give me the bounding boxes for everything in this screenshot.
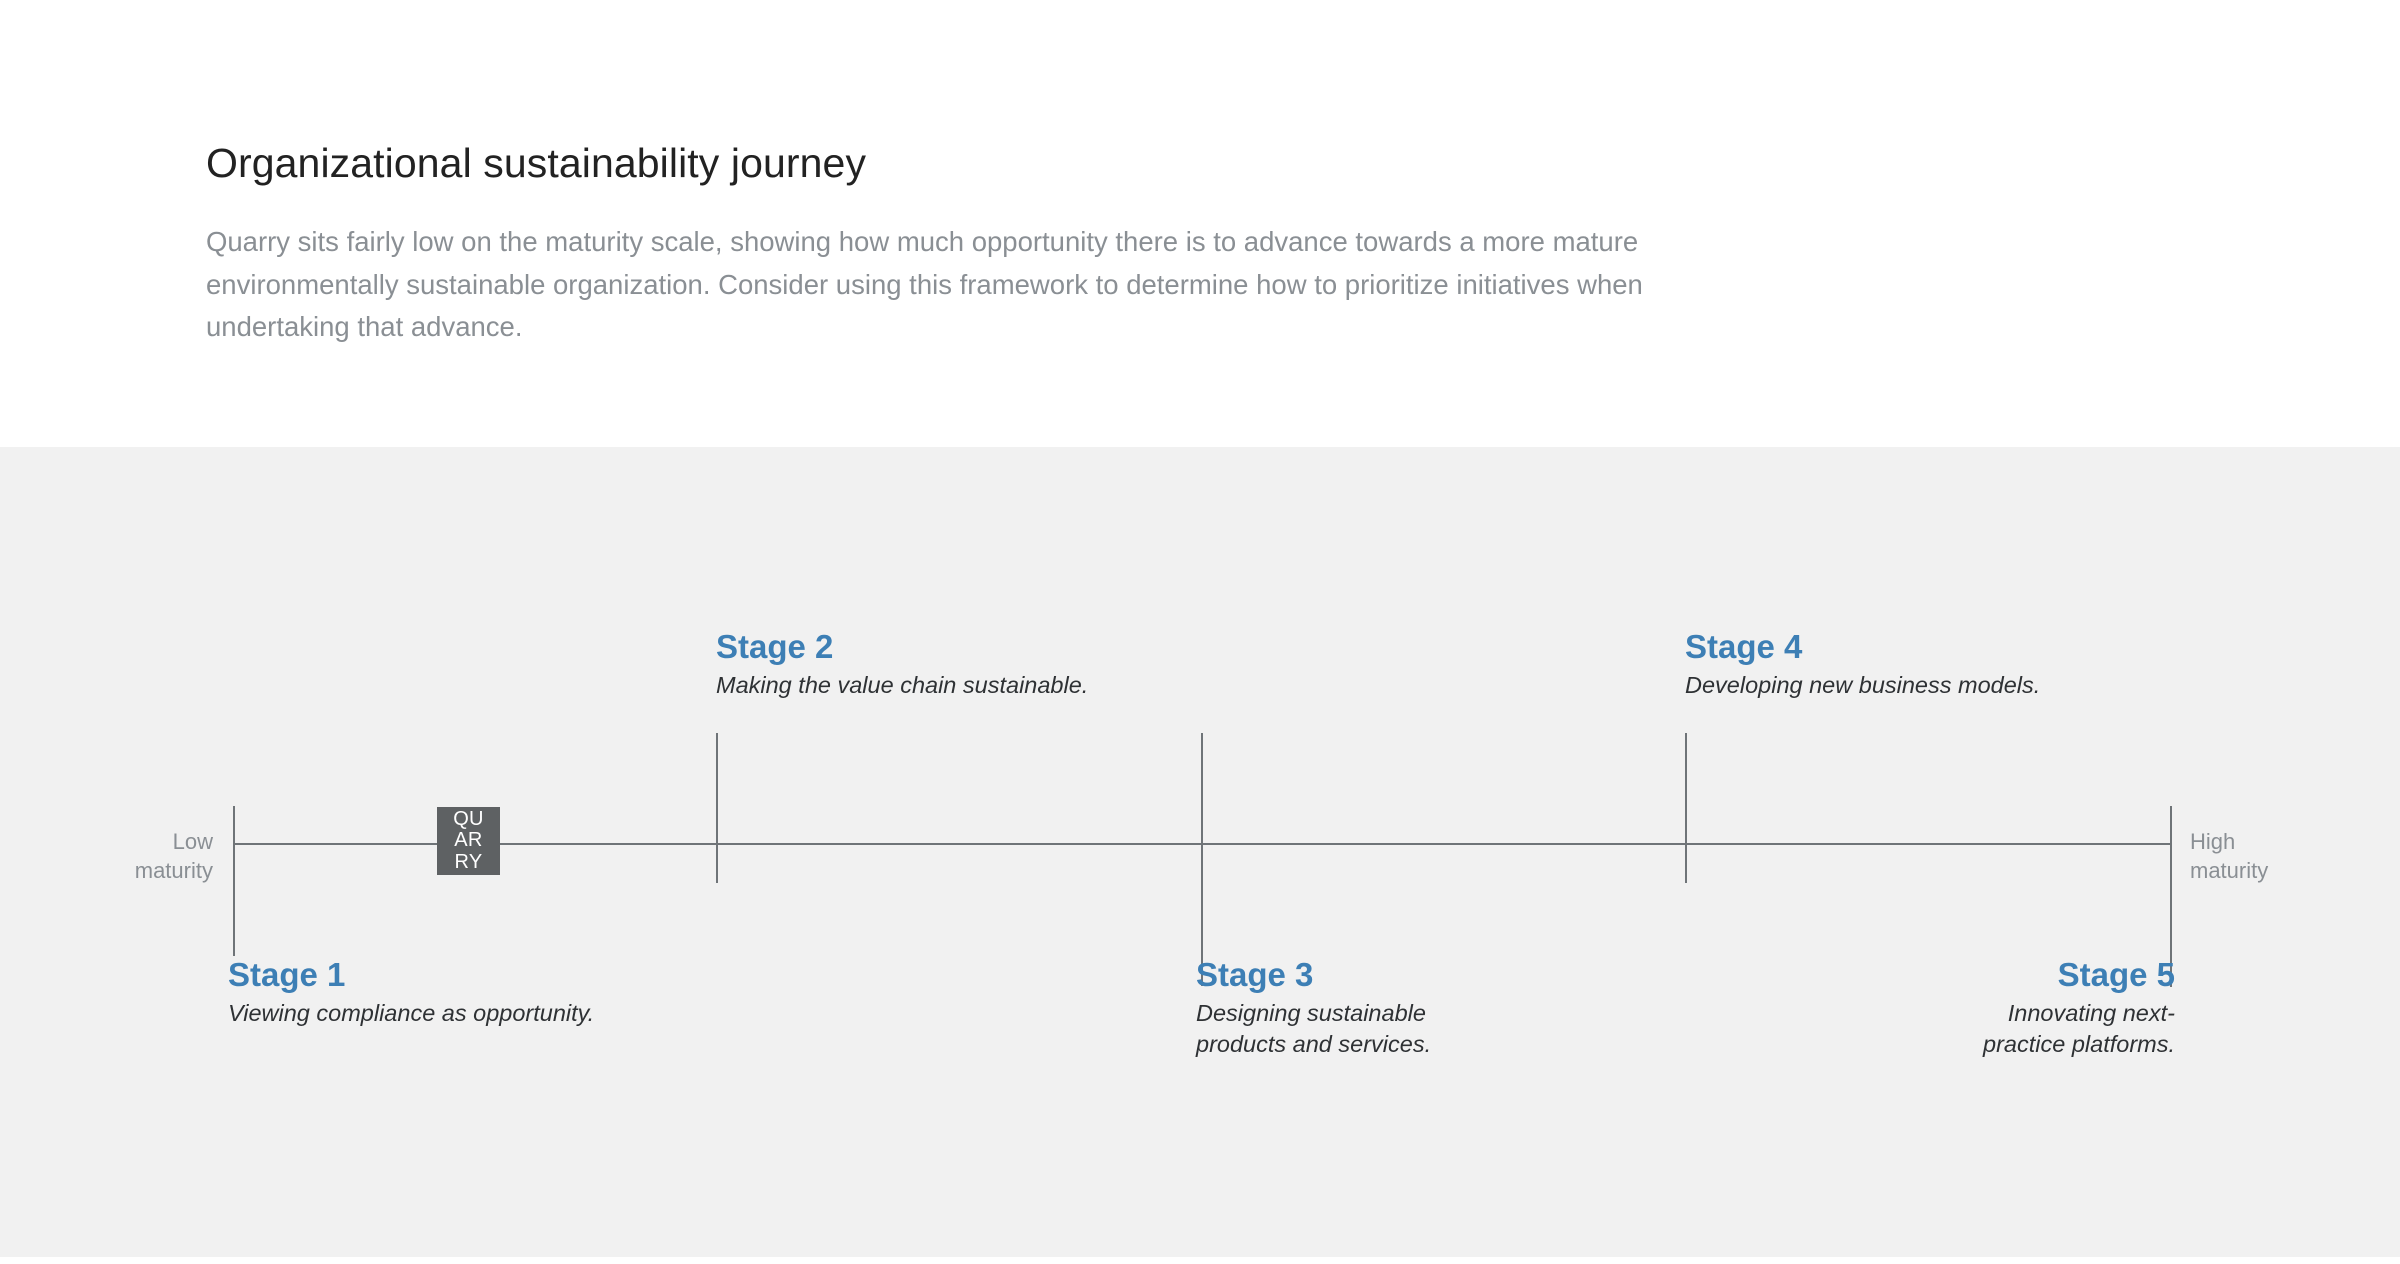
page-title: Organizational sustainability journey <box>206 140 867 186</box>
next-section-edge <box>185 1257 2400 1264</box>
axis-label-low-line2: maturity <box>134 858 213 884</box>
stage-4-title: Stage 4 <box>1685 628 1803 665</box>
stage-tick-2 <box>716 733 718 883</box>
stage-label-4: Stage 4 Developing new business models. <box>1685 628 2245 701</box>
axis-label-low-line1: Low <box>172 829 213 854</box>
quarry-logo-line1: QU <box>453 808 484 831</box>
stage-5-description-line1: Innovating next- <box>2007 999 2175 1026</box>
stage-label-2: Stage 2 Making the value chain sustainab… <box>716 628 1276 701</box>
stage-2-title: Stage 2 <box>716 628 834 665</box>
stage-tick-1 <box>233 843 235 956</box>
stage-3-title: Stage 3 <box>1196 956 1314 993</box>
page-intro-paragraph: Quarry sits fairly low on the maturity s… <box>206 226 1643 343</box>
stage-3-description-line1: Designing sustainable <box>1196 999 1426 1026</box>
stage-4-description: Developing new business models. <box>1685 671 2041 698</box>
stage-5-description: Innovating next- practice platforms. <box>1790 998 2175 1060</box>
stage-1-title: Stage 1 <box>228 956 346 993</box>
stage-tick-4 <box>1685 733 1687 883</box>
stage-label-3: Stage 3 Designing sustainable products a… <box>1196 956 1626 1060</box>
quarry-logo-line3: RY <box>454 850 483 873</box>
axis-label-high-line1: High <box>2190 829 2236 854</box>
stage-tick-3 <box>1201 733 1203 986</box>
stage-5-title: Stage 5 <box>2057 956 2175 993</box>
maturity-timeline: Low maturity High maturity QU AR RY Stag… <box>0 447 2400 1257</box>
diagram-band: Low maturity High maturity QU AR RY Stag… <box>0 447 2400 1257</box>
stage-label-1: Stage 1 Viewing compliance as opportunit… <box>228 956 788 1029</box>
quarry-position-marker: QU AR RY <box>437 807 500 875</box>
header-content: Organizational sustainability journey Qu… <box>206 140 1666 349</box>
stage-label-5: Stage 5 Innovating next- practice platfo… <box>1790 956 2175 1060</box>
stage-2-description: Making the value chain sustainable. <box>716 671 1089 698</box>
quarry-logo-line2: AR <box>454 829 483 852</box>
axis-label-high-line2: maturity <box>2190 858 2269 884</box>
stage-1-description: Viewing compliance as opportunity. <box>228 999 595 1026</box>
stage-tick-5 <box>2170 843 2172 987</box>
axis-label-low-maturity: Low maturity <box>0 827 213 886</box>
stage-3-description: Designing sustainable products and servi… <box>1196 998 1626 1060</box>
header-band: Organizational sustainability journey Qu… <box>0 0 2400 447</box>
stage-3-description-line2: products and services. <box>1196 1030 1432 1057</box>
stage-5-description-line2: practice platforms. <box>1983 1030 2175 1057</box>
axis-label-high-maturity: High maturity <box>2190 827 2400 886</box>
